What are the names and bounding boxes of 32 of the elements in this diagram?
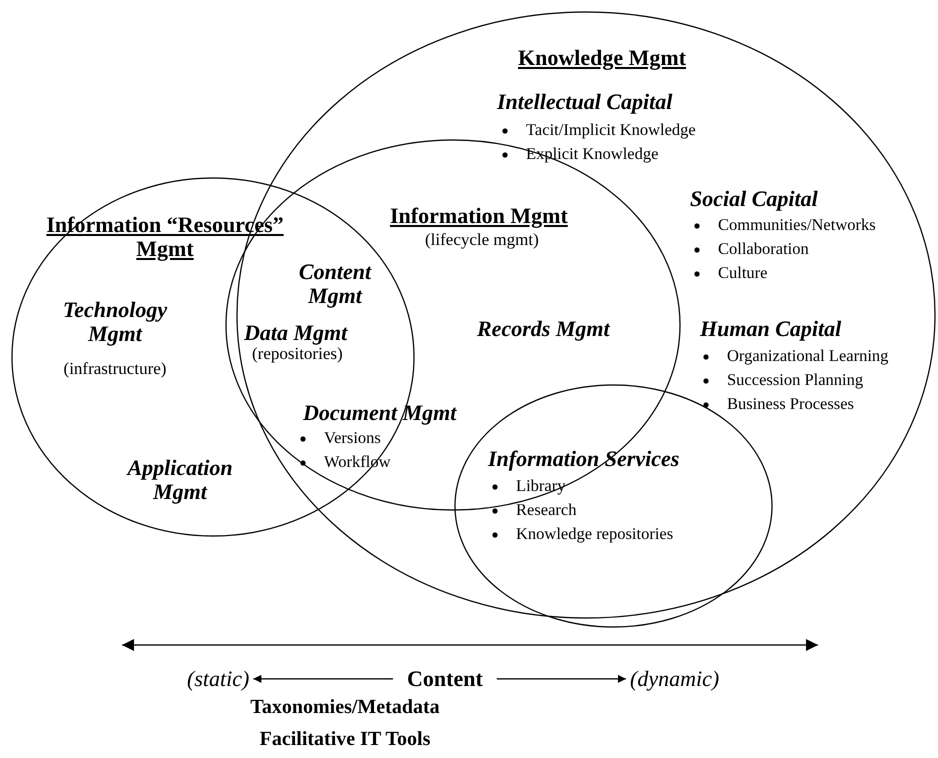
note-text: (lifecycle mgmt) bbox=[425, 231, 539, 250]
list-item-text: Collaboration bbox=[718, 240, 809, 258]
heading: Information Mgmt bbox=[390, 204, 568, 228]
list-item-text: Culture bbox=[718, 264, 768, 282]
list-item-text: Business Processes bbox=[727, 395, 854, 413]
node-text: (dynamic) bbox=[630, 667, 720, 691]
subheading: Records Mgmt bbox=[477, 317, 610, 341]
list-item-text: Knowledge repositories bbox=[516, 525, 674, 543]
list-item-text: Tacit/Implicit Knowledge bbox=[526, 121, 696, 139]
node-text: Content bbox=[407, 667, 483, 691]
list-item-text: Communities/Networks bbox=[718, 216, 876, 234]
heading: Knowledge Mgmt bbox=[518, 46, 686, 70]
subheading: Data Mgmt bbox=[244, 321, 348, 345]
arrow bbox=[496, 674, 626, 683]
node-text: (static) bbox=[187, 667, 250, 691]
list-item-text: Library bbox=[516, 477, 566, 495]
subheading: Information Services bbox=[488, 447, 680, 471]
list-item-text: Versions bbox=[324, 429, 381, 447]
list-item-text: Succession Planning bbox=[727, 371, 864, 389]
subheading: Human Capital bbox=[700, 317, 842, 341]
note-text: (infrastructure) bbox=[62, 360, 168, 378]
caption-text: Taxonomies/Metadata bbox=[249, 697, 441, 719]
subheading: Technology Mgmt bbox=[62, 298, 168, 346]
subheading: Content Mgmt bbox=[298, 260, 373, 308]
note-text: (repositories) bbox=[252, 345, 343, 364]
list-item-text: Organizational Learning bbox=[727, 347, 888, 365]
list-item-text: Research bbox=[516, 501, 576, 519]
arrow bbox=[253, 674, 393, 683]
subheading: Intellectual Capital bbox=[497, 90, 672, 114]
subheading: Application Mgmt bbox=[125, 456, 234, 504]
subheading: Social Capital bbox=[690, 187, 818, 211]
caption-text: Facilitative IT Tools bbox=[258, 729, 432, 751]
